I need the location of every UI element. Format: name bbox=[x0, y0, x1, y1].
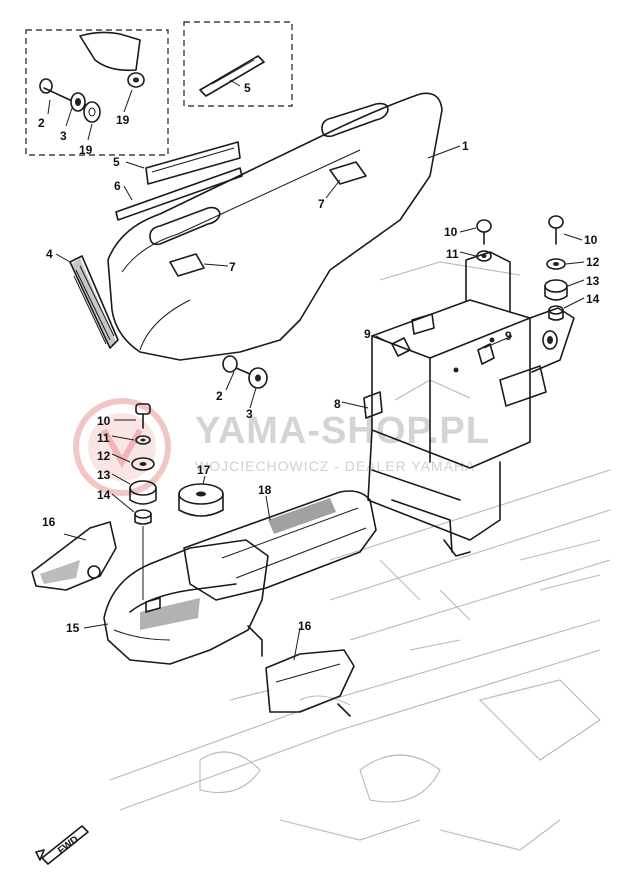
side-cover-screw bbox=[222, 355, 268, 389]
inset-box-emblem-detail bbox=[183, 21, 293, 107]
callout-3: 3 bbox=[246, 407, 253, 421]
tape-strip bbox=[115, 167, 243, 221]
callout-2: 2 bbox=[38, 116, 45, 130]
callout-13: 13 bbox=[97, 468, 111, 482]
battery-box-tabs bbox=[363, 313, 471, 557]
callout-6: 6 bbox=[114, 179, 121, 193]
rubber-pad bbox=[391, 337, 495, 365]
callout-10: 10 bbox=[97, 414, 111, 428]
callout-2: 2 bbox=[216, 389, 223, 403]
watermark-tagline: WOJCIECHOWICZ - DEALER YAMAHA bbox=[195, 458, 476, 474]
callout-11: 11 bbox=[446, 247, 459, 261]
callout-19: 19 bbox=[79, 143, 93, 157]
callout-5: 5 bbox=[244, 81, 251, 95]
mount-bracket bbox=[265, 649, 355, 717]
side-cover bbox=[107, 92, 443, 361]
forward-direction-marker: FWD bbox=[35, 825, 89, 865]
callout-16: 16 bbox=[42, 515, 56, 529]
callout-15: 15 bbox=[66, 621, 80, 635]
rear-bracket bbox=[31, 521, 117, 591]
tail-cover bbox=[103, 539, 269, 665]
callout-10: 10 bbox=[444, 225, 458, 239]
damper bbox=[178, 483, 224, 517]
inset-box-mount-detail bbox=[25, 29, 169, 156]
emblem-strip bbox=[145, 141, 241, 185]
leader-lines bbox=[47, 79, 585, 661]
callout-11: 11 bbox=[97, 431, 110, 445]
callout-17: 17 bbox=[197, 463, 211, 477]
callout-numbers: 2 3 19 19 5 1 5 6 7 7 4 2 3 8 9 9 10 11 … bbox=[38, 81, 600, 635]
callout-12: 12 bbox=[586, 255, 600, 269]
callout-12: 12 bbox=[97, 449, 111, 463]
vent-grill bbox=[69, 255, 119, 349]
watermark: YAMA-SHOP.PL WOJCIECHOWICZ - DEALER YAMA… bbox=[73, 398, 490, 496]
callout-7: 7 bbox=[318, 197, 325, 211]
callout-4: 4 bbox=[46, 247, 53, 261]
callout-9: 9 bbox=[505, 329, 512, 343]
callout-7: 7 bbox=[229, 260, 236, 274]
battery-box-bolt-stack bbox=[476, 215, 568, 321]
frame-ghost-lines bbox=[109, 261, 611, 851]
watermark-brand: YAMA-SHOP.PL bbox=[195, 410, 490, 452]
callout-9: 9 bbox=[364, 327, 371, 341]
callout-14: 14 bbox=[97, 488, 111, 502]
callout-1: 1 bbox=[462, 139, 469, 153]
callout-8: 8 bbox=[334, 397, 341, 411]
callout-16: 16 bbox=[298, 619, 312, 633]
callout-5: 5 bbox=[113, 155, 120, 169]
callout-18: 18 bbox=[258, 483, 272, 497]
fwd-label: FWD bbox=[56, 834, 81, 857]
callout-13: 13 bbox=[586, 274, 600, 288]
seat bbox=[183, 490, 377, 657]
callout-10: 10 bbox=[584, 233, 598, 247]
battery-box bbox=[367, 251, 575, 553]
callout-14: 14 bbox=[586, 292, 600, 306]
callout-19: 19 bbox=[116, 113, 130, 127]
callout-3: 3 bbox=[60, 129, 67, 143]
tail-cover-bolt-stack bbox=[129, 403, 157, 600]
